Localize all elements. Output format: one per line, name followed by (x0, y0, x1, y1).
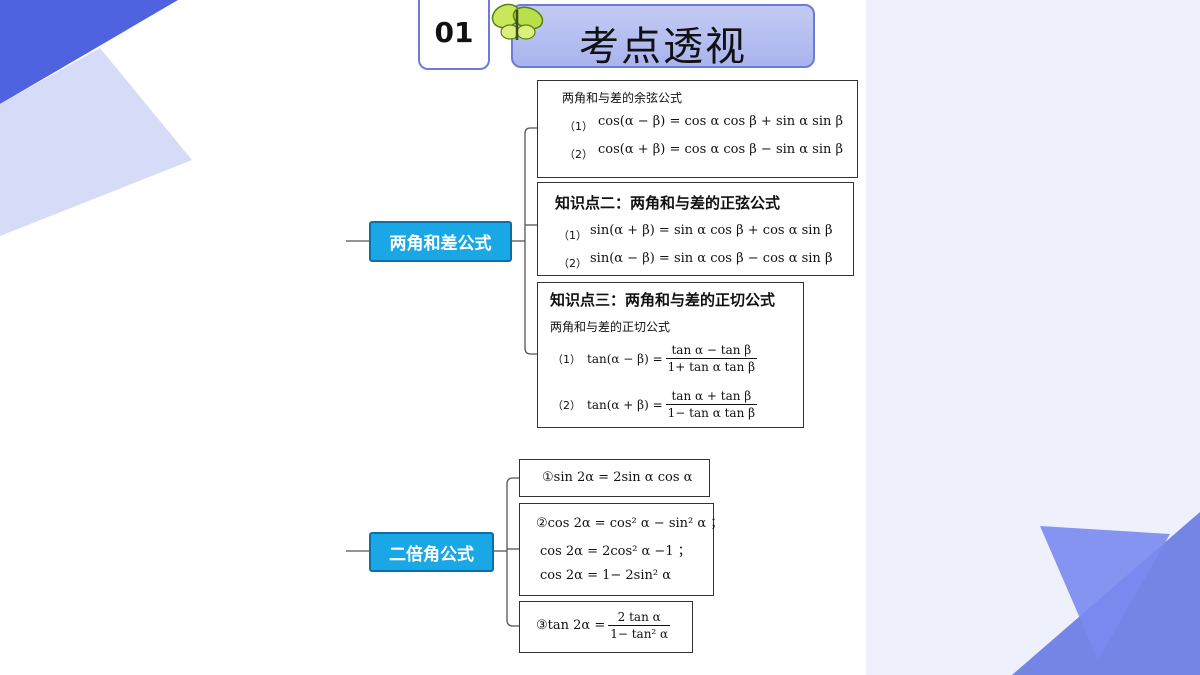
section-number-box: 01 (418, 0, 490, 70)
fraction: tan α + tan β 1− tan α tan β (665, 389, 758, 420)
box-heading: 知识点三：两角和与差的正切公式 (550, 291, 776, 309)
formula-index: （2） (564, 148, 593, 161)
node-label: 两角和差公式 (389, 234, 492, 254)
formula: ①sin 2α = 2sin α cos α (542, 470, 693, 485)
formula-index: （1） (552, 352, 581, 366)
formula-lhs: tan(α − β) = (587, 351, 663, 366)
formula: ②cos 2α = cos² α − sin² α ； (536, 516, 724, 531)
double-angle-sine-box: ①sin 2α = 2sin α cos α (519, 459, 710, 497)
denominator: 1− tan α tan β (667, 406, 756, 420)
section-number: 01 (434, 16, 474, 49)
node-label: 二倍角公式 (389, 544, 474, 565)
fraction: tan α − tan β 1+ tan α tan β (665, 343, 758, 374)
tangent-formula-box: 知识点三：两角和与差的正切公式 两角和与差的正切公式 （1） tan(α − β… (537, 282, 804, 428)
denominator: 1− tan² α (610, 627, 669, 641)
formula: cos 2α = 2cos² α −1 ； (540, 544, 691, 559)
formula: cos(α − β) = cos α cos β + sin α sin β (598, 114, 844, 129)
bottom-right-small-triangle (1040, 526, 1170, 660)
box-heading: 知识点二：两角和与差的正弦公式 (555, 194, 781, 212)
formula: sin(α − β) = sin α cos β − cos α sin β (590, 251, 833, 266)
numerator: tan α − tan β (665, 343, 758, 359)
butterfly-icon (491, 3, 544, 40)
numerator: 2 tan α (608, 610, 671, 626)
formula: cos 2α = 1− 2sin² α (540, 568, 672, 583)
denominator: 1+ tan α tan β (667, 360, 756, 374)
numerator: tan α + tan β (665, 389, 758, 405)
box-caption: 两角和与差的正切公式 (550, 320, 671, 334)
formula: cos(α + β) = cos α cos β − sin α sin β (598, 142, 844, 157)
tangent-sum-formula: （2） tan(α + β) = tan α + tan β 1− tan α … (552, 389, 758, 420)
formula-lhs: tan(α + β) = (587, 397, 663, 412)
formula-lhs: ③tan 2α = (536, 618, 606, 633)
node-double-angle[interactable]: 二倍角公式 (369, 532, 494, 572)
left-light-triangle (0, 48, 192, 236)
formula-index: （2） (552, 398, 581, 412)
section-title-box: 考点透视 (511, 4, 815, 70)
formula-index: （1） (564, 120, 593, 133)
double-angle-tangent-box: ③tan 2α = 2 tan α 1− tan² α (519, 601, 693, 653)
formula-index: （1） (558, 229, 587, 242)
formula-index: （2） (558, 257, 587, 270)
section-title: 考点透视 (579, 24, 747, 70)
double-angle-cosine-box: ②cos 2α = cos² α − sin² α ； cos 2α = 2co… (519, 503, 723, 596)
tangent-difference-formula: （1） tan(α − β) = tan α − tan β 1+ tan α … (552, 343, 758, 374)
cosine-formula-box: 两角和与差的余弦公式 （1） cos(α − β) = cos α cos β … (537, 80, 858, 178)
fraction: 2 tan α 1− tan² α (608, 610, 671, 641)
formula: sin(α + β) = sin α cos β + cos α sin β (590, 223, 833, 238)
top-left-triangle (0, 0, 178, 104)
tangent-double-formula: ③tan 2α = 2 tan α 1− tan² α (536, 610, 671, 641)
sine-formula-box: 知识点二：两角和与差的正弦公式 （1） sin(α + β) = sin α c… (537, 182, 854, 276)
box-caption: 两角和与差的余弦公式 (562, 91, 683, 105)
node-two-angle-sum-difference[interactable]: 两角和差公式 (369, 221, 512, 262)
